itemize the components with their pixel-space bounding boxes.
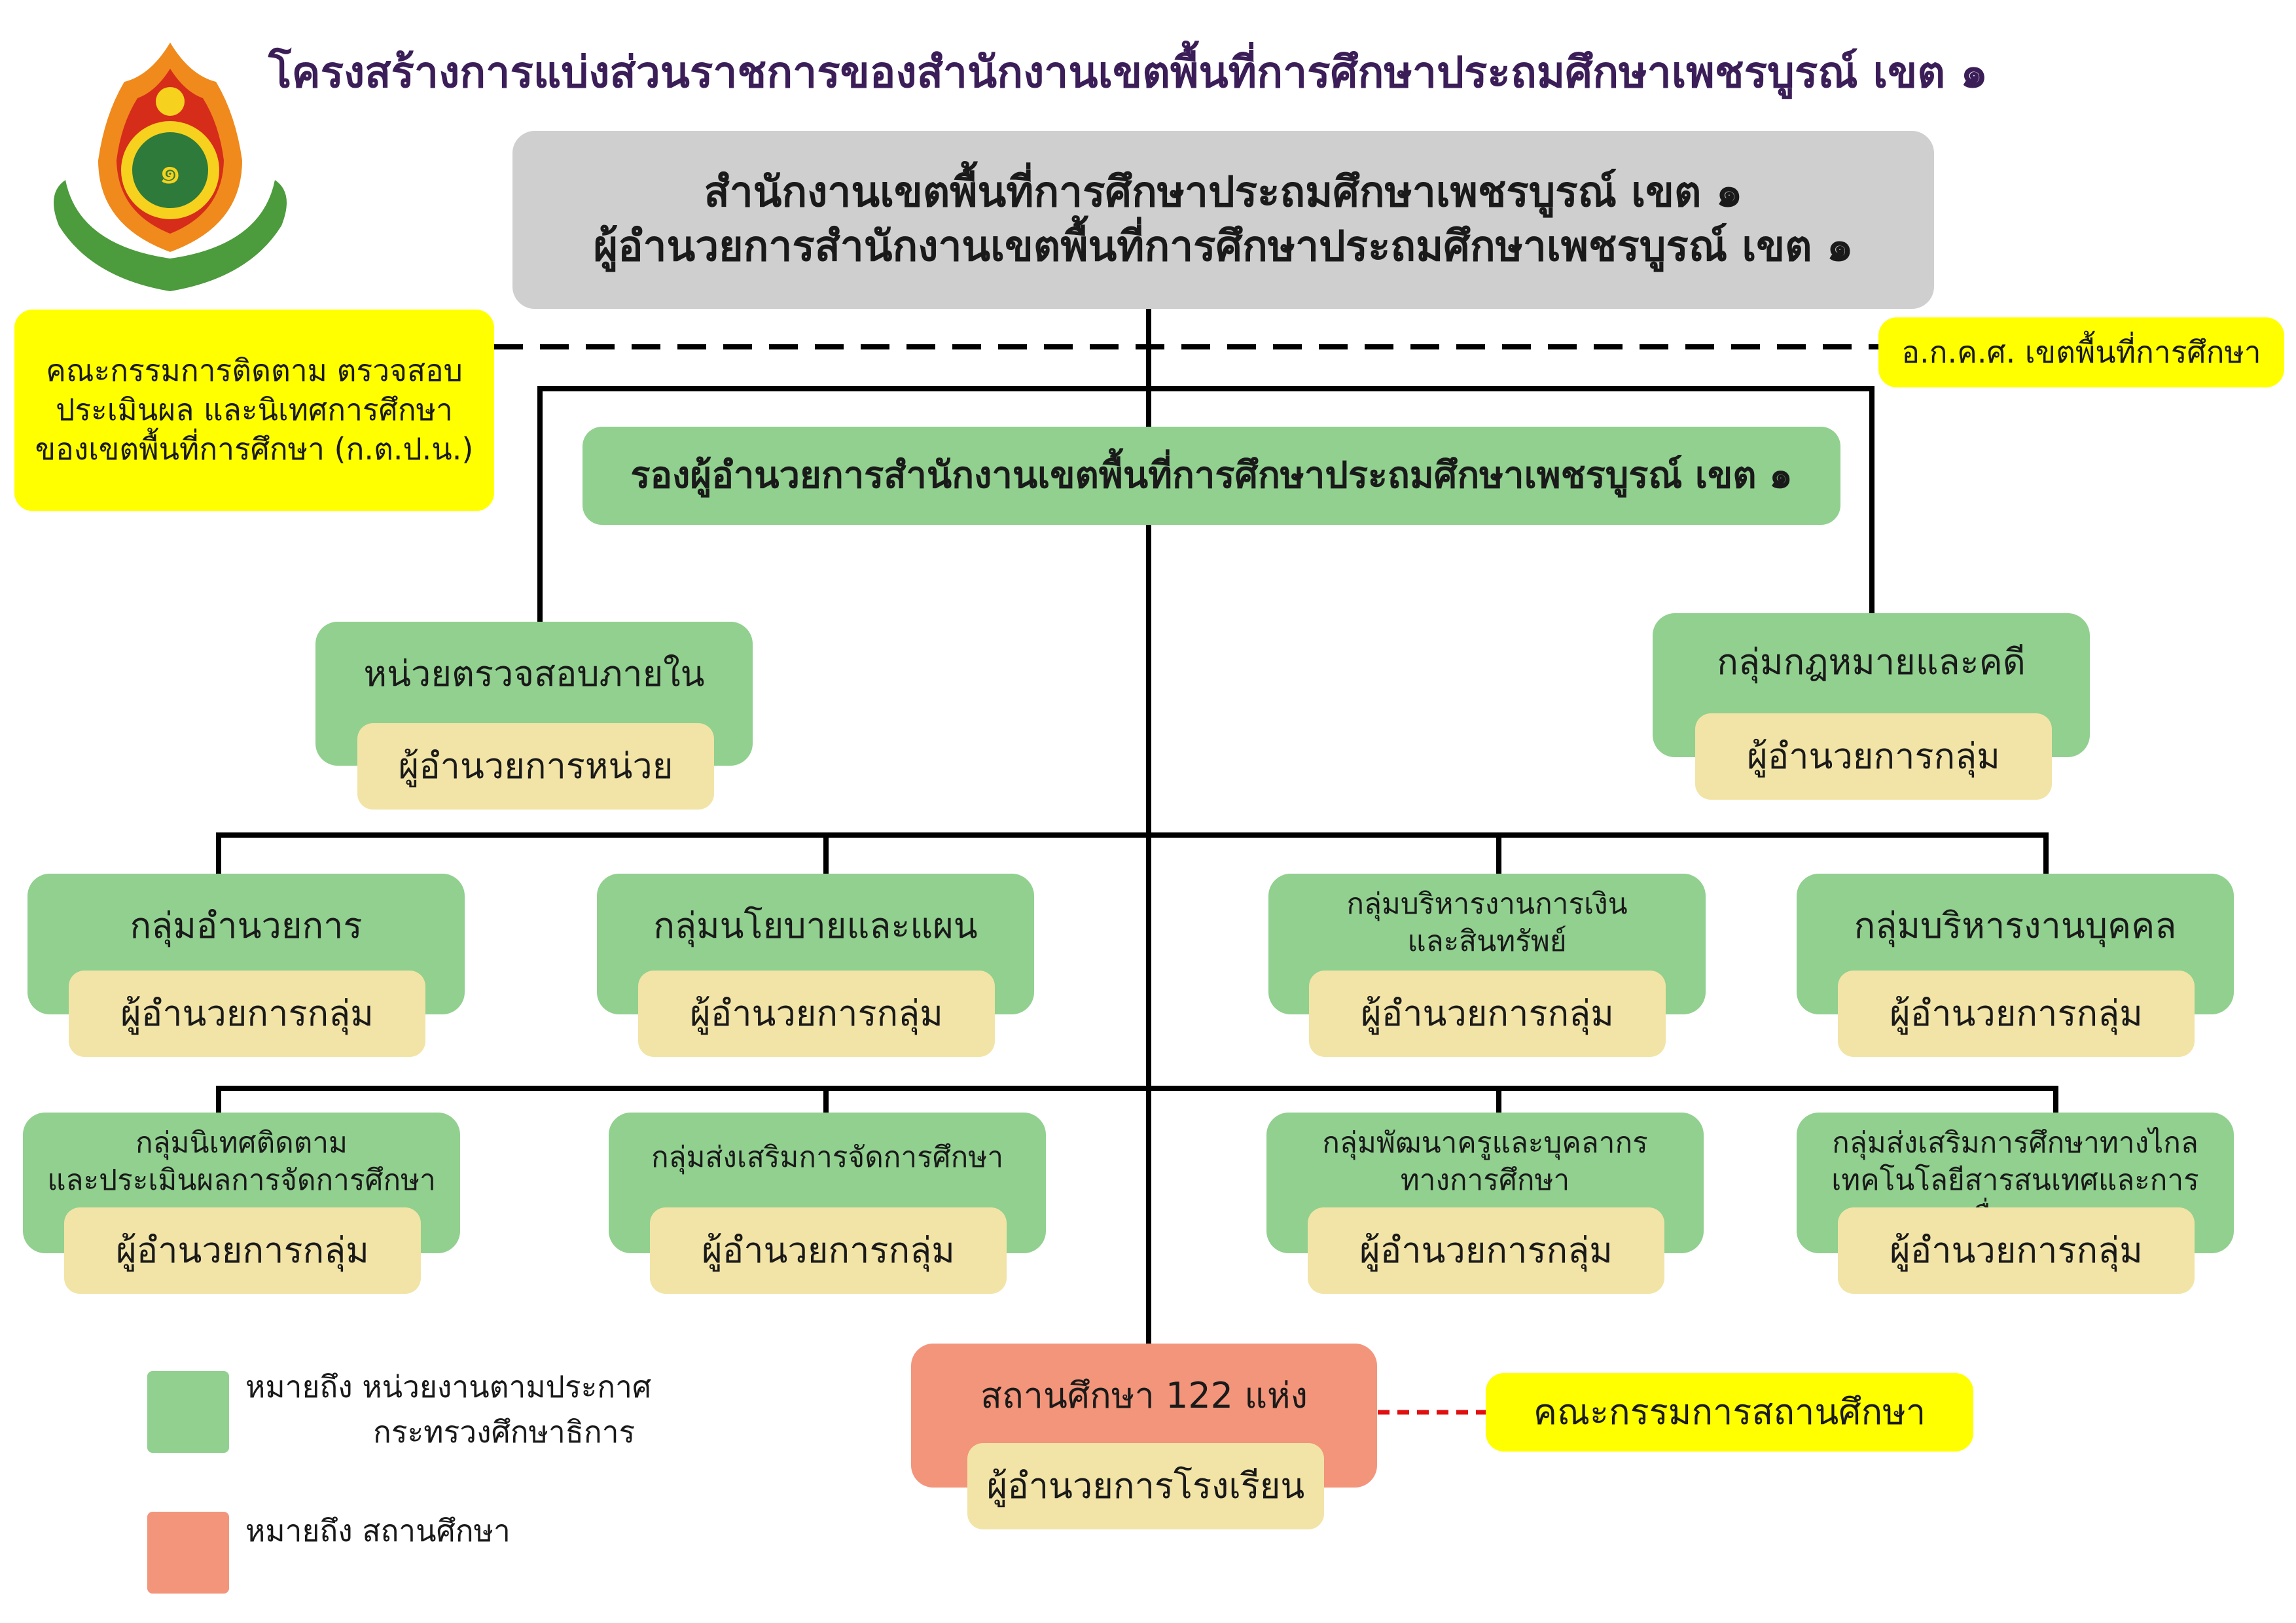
- legend-green-line-2: กระทรวงศึกษาธิการ: [373, 1414, 636, 1450]
- schools-count-label: สถานศึกษา 122 แห่ง: [980, 1375, 1308, 1416]
- group-name-line-2: ทางการศึกษา: [1400, 1164, 1570, 1198]
- school-director-box: ผู้อำนวยการโรงเรียน: [967, 1443, 1324, 1529]
- legend-salmon-swatch: [147, 1512, 229, 1594]
- deputy-label: รองผู้อำนวยการสำนักงานเขตพื้นที่การศึกษา…: [630, 454, 1793, 497]
- legend-green-text: หมายถึง หน่วยงานตามประกาศ กระทรวงศึกษาธิ…: [245, 1364, 834, 1455]
- committee-line-2: ประเมินผล และนิเทศการศึกษา: [56, 392, 453, 428]
- okks-committee-box: อ.ก.ค.ศ. เขตพื้นที่การศึกษา: [1878, 317, 2284, 387]
- school-committee-label: คณะกรรมการสถานศึกษา: [1533, 1391, 1926, 1433]
- group-head-label: ผู้อำนวยการกลุ่ม: [702, 1229, 955, 1271]
- group-name-line-2: และประเมินผลการจัดการศึกษา: [47, 1164, 436, 1198]
- group-name-line-1: กลุ่มส่งเสริมการศึกษาทางไกล: [1832, 1126, 2198, 1160]
- legal-group-head: ผู้อำนวยการกลุ่ม: [1695, 713, 2052, 800]
- monitoring-committee-box: คณะกรรมการติดตาม ตรวจสอบ ประเมินผล และนิ…: [14, 310, 494, 511]
- legal-group-name: กลุ่มกฎหมายและคดี: [1717, 641, 2026, 683]
- office-name: สำนักงานเขตพื้นที่การศึกษาประถมศึกษาเพชร…: [704, 168, 1743, 217]
- committee-line-3: ของเขตพื้นที่การศึกษา (ก.ต.ป.น.): [35, 431, 474, 467]
- group-head-label: ผู้อำนวยการกลุ่ม: [116, 1229, 369, 1271]
- page-title: โครงสร้างการแบ่งส่วนราชการของสำนักงานเขต…: [268, 46, 1988, 98]
- svg-text:๑: ๑: [158, 150, 182, 192]
- director-office-box: สำนักงานเขตพื้นที่การศึกษาประถมศึกษาเพชร…: [512, 131, 1934, 309]
- director-title: ผู้อำนวยการสำนักงานเขตพื้นที่การศึกษาประ…: [593, 223, 1854, 271]
- group-name-line-1: กลุ่มนิเทศติดตาม: [135, 1126, 348, 1160]
- legend-green-swatch: [147, 1371, 229, 1453]
- office-logo-seal: ๑: [54, 43, 287, 291]
- group-name-line-1: กลุ่มพัฒนาครูและบุคลากร: [1322, 1126, 1648, 1160]
- deputy-director-box: รองผู้อำนวยการสำนักงานเขตพื้นที่การศึกษา…: [583, 427, 1840, 525]
- group-personnel-head: ผู้อำนวยการกลุ่ม: [1838, 971, 2195, 1057]
- group-head-label: ผู้อำนวยการกลุ่ม: [690, 992, 943, 1034]
- internal-audit-head-label: ผู้อำนวยการหน่วย: [398, 745, 673, 787]
- group-name: กลุ่มส่งเสริมการจัดการศึกษา: [651, 1141, 1004, 1174]
- legal-group-head-label: ผู้อำนวยการกลุ่ม: [1747, 735, 2000, 777]
- school-committee-box: คณะกรรมการสถานศึกษา: [1486, 1373, 1973, 1452]
- group-administration-head: ผู้อำนวยการกลุ่ม: [69, 971, 425, 1057]
- internal-audit-name: หน่วยตรวจสอบภายใน: [363, 653, 705, 694]
- legend-salmon-text: หมายถึง สถานศึกษา: [245, 1513, 511, 1548]
- group-head-label: ผู้อำนวยการกลุ่ม: [1359, 1229, 1613, 1271]
- school-director-label: ผู้อำนวยการโรงเรียน: [986, 1465, 1305, 1507]
- group-head-label: ผู้อำนวยการกลุ่ม: [1361, 992, 1614, 1034]
- group-name: กลุ่มนโยบายและแผน: [653, 905, 978, 946]
- group-supervision-head: ผู้อำนวยการกลุ่ม: [64, 1207, 421, 1294]
- internal-audit-head: ผู้อำนวยการหน่วย: [357, 723, 714, 810]
- group-name: กลุ่มอำนวยการ: [130, 905, 363, 946]
- group-head-label: ผู้อำนวยการกลุ่ม: [1890, 992, 2143, 1034]
- group-name-line-1: กลุ่มบริหารงานการเงิน: [1346, 887, 1628, 921]
- committee-line-1: คณะกรรมการติดตาม ตรวจสอบ: [46, 353, 463, 389]
- group-teacher-development-head: ผู้อำนวยการกลุ่ม: [1308, 1207, 1664, 1294]
- group-name: กลุ่มบริหารงานบุคคล: [1854, 905, 2177, 946]
- okks-label: อ.ก.ค.ศ. เขตพื้นที่การศึกษา: [1901, 334, 2261, 370]
- group-head-label: ผู้อำนวยการกลุ่ม: [1890, 1229, 2143, 1271]
- legend-green-line-1: หมายถึง หน่วยงานตามประกาศ: [245, 1369, 652, 1404]
- group-finance-head: ผู้อำนวยการกลุ่ม: [1309, 971, 1666, 1057]
- group-policy-plan-head: ผู้อำนวยการกลุ่ม: [638, 971, 995, 1057]
- group-education-promotion-head: ผู้อำนวยการกลุ่ม: [650, 1207, 1007, 1294]
- group-head-label: ผู้อำนวยการกลุ่ม: [120, 992, 374, 1034]
- group-name-line-2: และสินทรัพย์: [1407, 925, 1567, 959]
- group-distance-ict-head: ผู้อำนวยการกลุ่ม: [1838, 1207, 2195, 1294]
